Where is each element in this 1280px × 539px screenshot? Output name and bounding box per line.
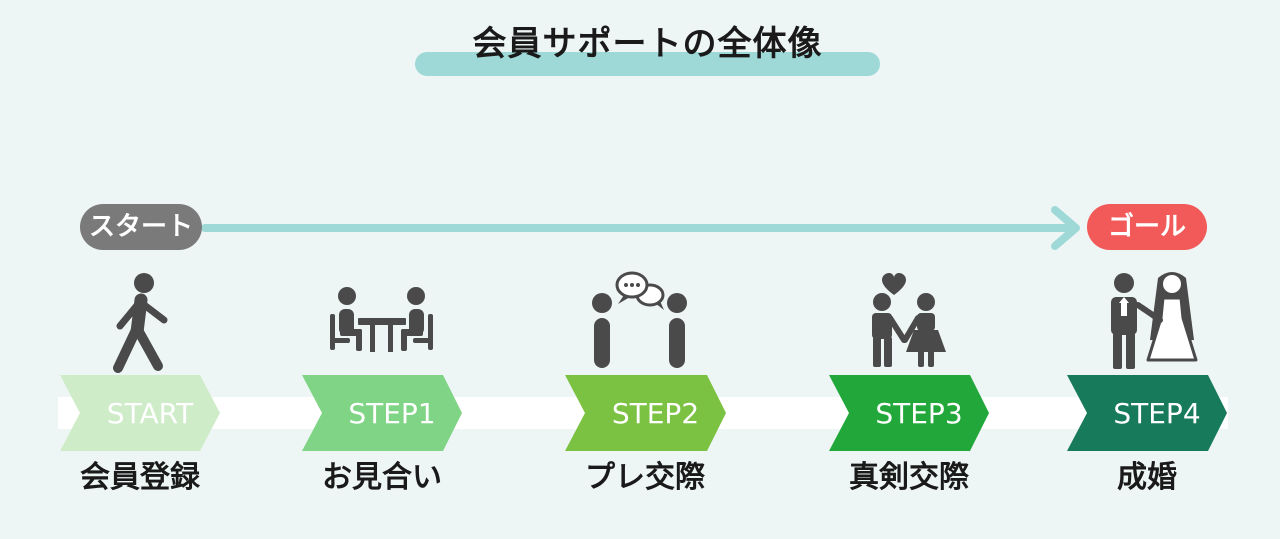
step-tag-step4: STEP4 <box>1113 397 1201 430</box>
title-block: 会員サポートの全体像 <box>415 12 880 76</box>
step-tag-start: START <box>106 397 194 430</box>
step-tag-step2: STEP2 <box>611 397 700 430</box>
stage-label-serious-dating: 真剣交際 <box>849 460 969 495</box>
chevron-step4 <box>1067 375 1227 451</box>
bride-and-groom-icon <box>1111 272 1198 369</box>
step-tag-step1: STEP1 <box>348 397 436 430</box>
chevron-step3 <box>829 375 989 451</box>
stage-label-omiai: お見合い <box>322 460 442 495</box>
meeting-at-table-icon <box>330 287 433 352</box>
progress-arrow <box>201 206 1080 250</box>
page-title: 会員サポートの全体像 <box>472 24 823 64</box>
chevron-step2 <box>565 375 726 451</box>
step-tag-step3: STEP3 <box>875 397 963 430</box>
chevron-step1 <box>302 375 462 451</box>
couple-with-heart-icon <box>872 273 946 367</box>
stage-label-registration: 会員登録 <box>80 460 200 495</box>
walking-person-icon <box>113 273 168 373</box>
stage-label-marriage: 成婚 <box>1117 460 1177 495</box>
title-underline <box>415 52 880 76</box>
stage-label-pre-dating: プレ交際 <box>585 460 705 495</box>
start-pill: スタート <box>80 204 202 250</box>
conversation-icon <box>592 271 687 368</box>
goal-pill: ゴール <box>1087 204 1207 250</box>
chevron-start <box>60 375 220 451</box>
